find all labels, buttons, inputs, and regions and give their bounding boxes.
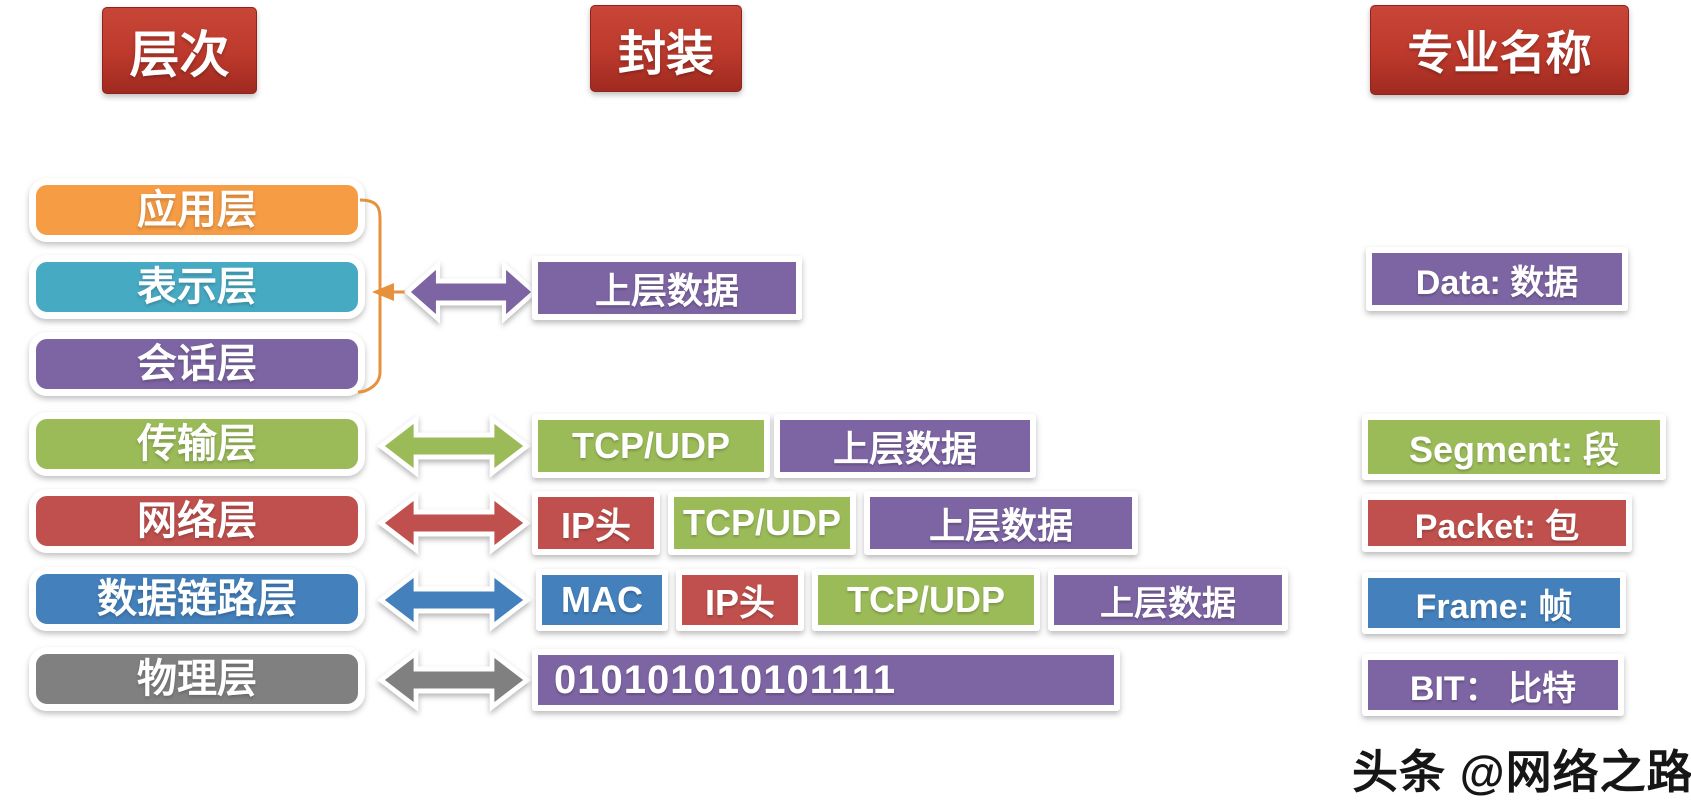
name-data: Data: 数据: [1366, 247, 1628, 311]
layer-application: 应用层: [29, 178, 365, 242]
encap-ip-header: IP头: [676, 569, 804, 631]
name-bit: BIT： 比特: [1362, 654, 1624, 716]
encap-tcp-udp: TCP/UDP: [532, 414, 770, 478]
layer-network: 网络层: [29, 489, 365, 553]
arrow-physical-bit-icon: [376, 648, 532, 712]
name-packet: Packet: 包: [1362, 494, 1632, 552]
header-layers: 层次: [102, 7, 257, 94]
layer-physical: 物理层: [29, 647, 365, 711]
encap-upper-data: 上层数据: [864, 491, 1138, 555]
name-frame: Frame: 帧: [1362, 572, 1626, 634]
arrow-datalink-frame-icon: [376, 568, 532, 632]
encap-bitstream: 010101010101111: [532, 649, 1120, 711]
encap-upper-data: 上层数据: [1048, 569, 1288, 631]
layer-transport: 传输层: [29, 412, 365, 476]
header-professional-names: 专业名称: [1370, 5, 1629, 95]
arrow-presentation-data-icon: [403, 260, 539, 324]
encap-tcp-udp: TCP/UDP: [812, 569, 1040, 631]
layer-datalink: 数据链路层: [29, 567, 365, 631]
header-encapsulation: 封装: [590, 5, 742, 92]
layer-session-label: 会话层: [137, 342, 257, 386]
arrow-transport-segment-icon: [376, 414, 532, 478]
layer-application-label: 应用层: [137, 188, 257, 232]
layer-physical-label: 物理层: [137, 657, 257, 701]
bracket-arrowhead-icon: [372, 283, 394, 301]
name-segment: Segment: 段: [1362, 414, 1666, 480]
layer-presentation: 表示层: [29, 255, 365, 319]
layer-network-label: 网络层: [137, 499, 257, 543]
encap-upper-data: 上层数据: [532, 256, 802, 320]
layer-transport-label: 传输层: [137, 422, 257, 466]
layer-session: 会话层: [29, 332, 365, 396]
layer-datalink-label: 数据链路层: [97, 577, 297, 621]
encap-ip-header: IP头: [532, 491, 660, 555]
encap-upper-data: 上层数据: [774, 414, 1036, 478]
encap-mac-header: MAC: [536, 569, 668, 631]
watermark-toutiao: 头条 @网络之路: [1352, 746, 1691, 798]
encap-tcp-udp: TCP/UDP: [668, 491, 856, 555]
layer-presentation-label: 表示层: [137, 265, 257, 309]
arrow-network-packet-icon: [376, 491, 532, 555]
